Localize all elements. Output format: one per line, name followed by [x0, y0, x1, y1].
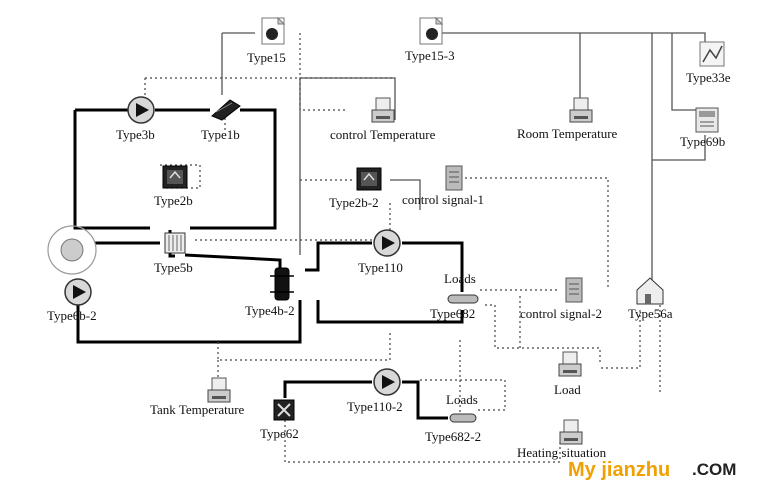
control-temperature-label: control Temperature — [330, 127, 436, 142]
type2b-2-controller[interactable]: Type2b-2 — [329, 167, 382, 210]
loads-2-label: Loads — [446, 392, 478, 407]
printer-icon — [569, 97, 593, 123]
heating-situation-printer[interactable]: Heating situation — [517, 419, 607, 460]
type15-label: Type15 — [247, 50, 286, 65]
type682-label: Type682 — [430, 306, 475, 321]
type2b-label: Type2b — [154, 193, 193, 208]
solar-collector-icon — [211, 99, 241, 121]
watermark: My jianzhu .COM — [568, 459, 736, 481]
sky-temperature-icon — [695, 107, 719, 133]
type110-2-pump[interactable]: Type110-2 — [347, 368, 403, 414]
controller-icon — [162, 165, 188, 189]
pump-icon — [64, 278, 92, 306]
type110-label: Type110 — [358, 260, 403, 275]
pump-icon — [127, 96, 155, 124]
type69b-component[interactable]: Type69b — [680, 107, 725, 149]
tank-temperature-printer[interactable]: Tank Temperature — [150, 377, 245, 417]
psychrometrics-icon — [699, 41, 725, 67]
type69b-label: Type69b — [680, 134, 725, 149]
calculator-icon — [565, 277, 583, 303]
loads-1-label: Loads — [444, 271, 476, 286]
load-label: Load — [554, 382, 581, 397]
type1b-label: Type1b — [201, 127, 240, 142]
tank-temperature-label: Tank Temperature — [150, 402, 245, 417]
pump-icon — [373, 229, 401, 257]
printer-icon — [558, 351, 582, 377]
control-signal-2-component[interactable]: control signal-2 — [520, 277, 602, 321]
excel-link-icon — [273, 399, 295, 421]
storage-tank-icon — [164, 232, 186, 254]
storage-tank-icon — [270, 267, 294, 301]
type15-3-component[interactable]: Type15-3 — [405, 16, 455, 63]
type110-2-label: Type110-2 — [347, 399, 403, 414]
thin-control-lines — [221, 32, 706, 290]
watermark-suffix: .COM — [692, 460, 736, 479]
control-signal-1-component[interactable]: control signal-1 — [402, 165, 484, 207]
calculator-icon — [445, 165, 463, 191]
type3b-label: Type3b — [116, 127, 155, 142]
type3b-pump[interactable]: Type3b — [116, 96, 155, 142]
control-signal-2-label: control signal-2 — [520, 306, 602, 321]
type33e-label: Type33e — [686, 70, 731, 85]
type4b-2-storage-tank[interactable]: Type4b-2 — [245, 267, 295, 318]
room-temperature-printer[interactable]: Room Temperature — [517, 97, 618, 141]
type5b-label: Type5b — [154, 260, 193, 275]
type15-component[interactable]: Type15 — [247, 16, 286, 65]
type682-loads[interactable]: Loads Type682 — [430, 271, 479, 321]
type56a-label: Type56a — [628, 306, 673, 321]
selected-pump-ring[interactable] — [47, 225, 97, 275]
type6b-2-label: Type6b-2 — [47, 308, 97, 323]
type62-component[interactable]: Type62 — [260, 399, 299, 441]
load-pipe-icon — [449, 413, 477, 423]
heating-situation-label: Heating situation — [517, 445, 607, 460]
type1b-collector[interactable]: Type1b — [201, 99, 241, 142]
printer-icon — [371, 97, 395, 123]
type62-label: Type62 — [260, 426, 299, 441]
building-icon — [636, 277, 664, 305]
load-printer[interactable]: Load — [554, 351, 582, 397]
type2b-2-label: Type2b-2 — [329, 195, 379, 210]
printer-icon — [559, 419, 583, 445]
control-signal-1-label: control signal-1 — [402, 192, 484, 207]
control-temperature-printer[interactable]: control Temperature — [330, 97, 436, 142]
room-temperature-label: Room Temperature — [517, 126, 618, 141]
type682-2-label: Type682-2 — [425, 429, 481, 444]
load-pipe-icon — [447, 294, 479, 304]
type56a-building[interactable]: Type56a — [628, 277, 673, 321]
watermark-brand: My jianzhu — [568, 459, 670, 481]
type4b-2-label: Type4b-2 — [245, 303, 295, 318]
pump-icon — [373, 368, 401, 396]
controller-icon — [356, 167, 382, 191]
type5b-heat-exchanger[interactable]: Type5b — [154, 232, 193, 275]
printer-icon — [207, 377, 231, 403]
thick-flow-lines — [73, 108, 464, 420]
weather-data-icon — [419, 16, 444, 45]
weather-data-icon — [261, 16, 286, 45]
type15-3-label: Type15-3 — [405, 48, 455, 63]
type6b-2-pump[interactable]: Type6b-2 — [47, 278, 97, 323]
type110-pump[interactable]: Type110 — [358, 229, 403, 275]
type2b-controller[interactable]: Type2b — [154, 165, 193, 208]
type33e-component[interactable]: Type33e — [686, 41, 731, 85]
type682-2-loads[interactable]: Loads Type682-2 — [425, 392, 481, 444]
